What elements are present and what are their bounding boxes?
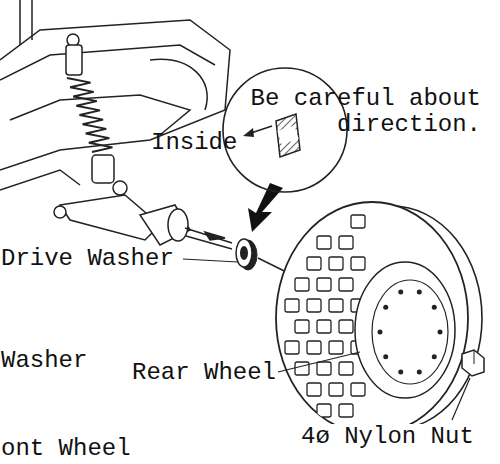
detail-callout-circle: Be careful about direction.Inside: [145, 66, 485, 196]
hub-hole: [417, 290, 422, 295]
rear-wheel: [276, 202, 482, 438]
shock-absorber: [66, 34, 127, 195]
tread-knob: [317, 278, 331, 291]
hub-hole: [398, 290, 403, 295]
part-label: 4ø Nylon Nut: [300, 424, 475, 450]
tread-knob: [285, 341, 299, 354]
tread-knob: [329, 383, 343, 396]
nylon-nut: [462, 350, 484, 376]
hub-hole: [438, 330, 443, 335]
chassis: [0, 0, 230, 190]
tread-knob: [307, 257, 321, 270]
direction-label: Inside: [150, 130, 238, 156]
hub-hole: [383, 354, 388, 359]
tread-knob: [351, 257, 365, 270]
tread-knob: [351, 383, 365, 396]
tread-knob: [307, 299, 321, 312]
tread-knob: [339, 278, 353, 291]
hub-hole: [417, 369, 422, 374]
tread-knob: [317, 236, 331, 249]
tread-knob: [317, 404, 331, 417]
tread-knob: [329, 299, 343, 312]
hub-hole: [378, 330, 383, 335]
part-label: ont Wheel: [0, 436, 132, 462]
spring-coil: [67, 78, 112, 152]
note-text: Be careful about direction.: [228, 86, 482, 138]
tread-knob: [307, 341, 321, 354]
part-label: Washer: [0, 348, 88, 374]
tread-knob: [317, 362, 331, 375]
hub-hole: [398, 369, 403, 374]
hub-hole: [432, 354, 437, 359]
tread-knob: [329, 257, 343, 270]
tread-knob: [307, 383, 321, 396]
suspension-arm: [54, 195, 190, 245]
tread-knob: [285, 299, 299, 312]
hub-hole: [432, 305, 437, 310]
drive-washer: [236, 239, 257, 270]
tread-knob: [339, 404, 353, 417]
tread-knob: [339, 362, 353, 375]
leader-lines: [183, 259, 470, 420]
part-label: Drive Washer: [0, 246, 175, 272]
tread-knob: [295, 320, 309, 333]
tread-knob: [339, 320, 353, 333]
direction-arrow: [248, 183, 283, 232]
part-label: Rear Wheel: [131, 360, 277, 386]
hub-hole: [383, 305, 388, 310]
tread-knob: [295, 362, 309, 375]
tread-knob: [339, 236, 353, 249]
tread-knob: [317, 320, 331, 333]
tread-knob: [295, 278, 309, 291]
tread-knob: [329, 341, 343, 354]
tread-knob: [351, 215, 365, 228]
